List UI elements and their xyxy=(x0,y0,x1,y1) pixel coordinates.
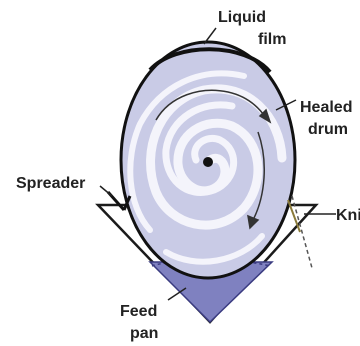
label-spreader: Spreader xyxy=(16,175,85,192)
label-liquid-film: Liquid xyxy=(218,9,266,26)
heated-drum xyxy=(121,42,295,278)
label-heated-drum: Healed xyxy=(300,99,352,116)
label-knife: Kni xyxy=(336,207,360,224)
label-heated-drum-2: drum xyxy=(308,121,348,138)
drum-axle xyxy=(203,157,213,167)
label-liquid-film-2: film xyxy=(258,31,286,48)
label-feed-pan: Feed xyxy=(120,303,157,320)
label-feed-pan-2: pan xyxy=(130,325,158,342)
